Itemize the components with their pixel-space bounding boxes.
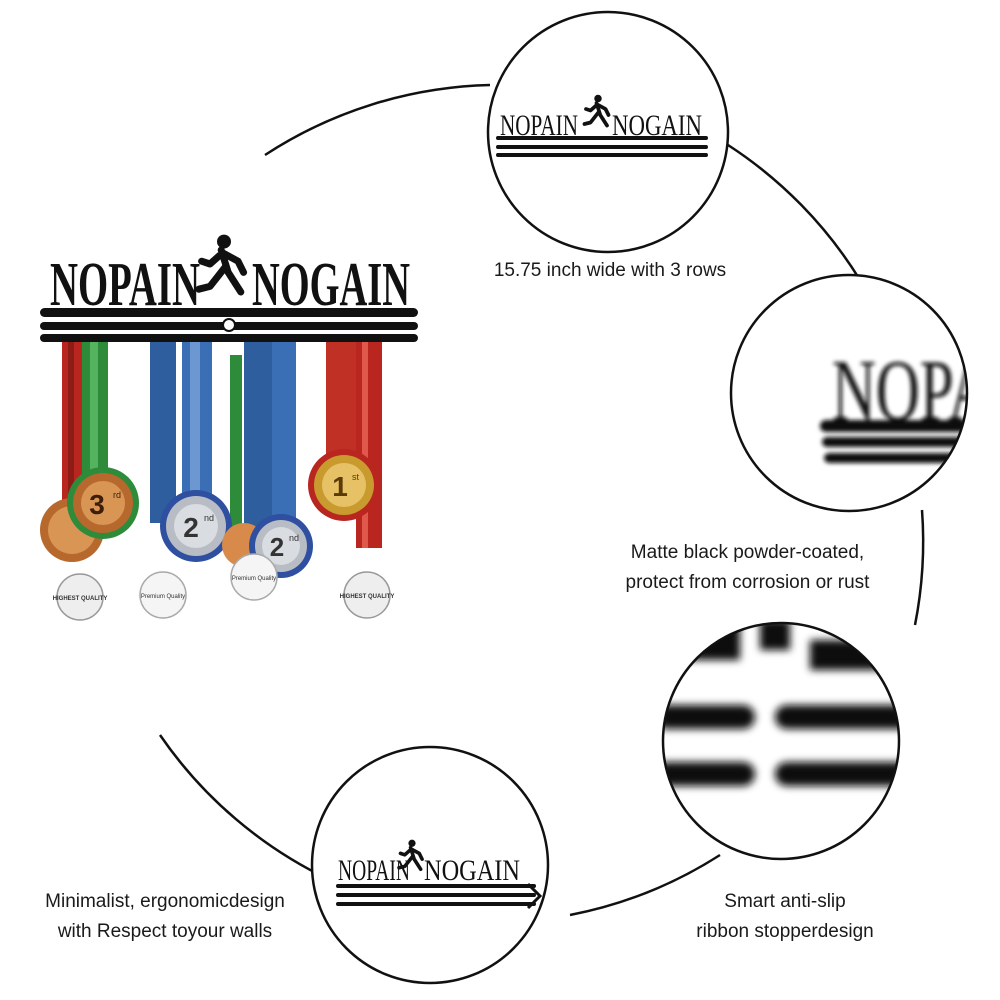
ribbons [62,318,382,548]
design-sign-right: NOGAIN [424,854,520,887]
caption-line: protect from corrosion or rust [625,572,870,593]
quality-tag: HIGHEST QUALITY [340,571,395,619]
medal-third-suffix: rd [113,490,121,500]
medal-first-label: 1 [332,471,348,502]
medals: 3 rd 2 nd 2 nd [40,449,380,578]
detail-circle-design: NOPAIN NOGAIN [310,745,550,985]
medal-second-a-label: 2 [183,512,199,543]
design-sign-left: NOPAIN [338,854,410,887]
sign-left-text: NOPAIN [50,251,200,319]
runner-icon [199,235,244,292]
quality-tag: HIGHEST QUALITY [53,573,108,621]
medal-third-label: 3 [89,489,105,520]
quality-tag: Premium Quality [230,553,278,601]
connector-arc [158,83,925,917]
caption-line: Minimalist, ergonomicdesign [45,891,285,912]
quality-tag: Premium Quality [139,571,187,619]
product-photo: NOPAIN NOGAIN 3 rd [40,235,418,621]
detail-circle-width: NOPAIN NOGAIN [486,10,730,254]
medal-second-a-suffix: nd [204,513,214,523]
detail-circle-finish: NOPA [729,273,969,513]
medal-second-a: 2 nd [160,490,232,562]
caption-width: 15.75 inch wide with 3 rows [455,256,765,286]
caption-finish: Matte black powder-coated, protect from … [585,538,910,598]
sign-right-text: NOGAIN [252,251,410,319]
caption-line: ribbon stopperdesign [696,921,874,942]
sign-title: NOPAIN NOGAIN [50,235,410,319]
medal-first: 1 st [308,449,380,521]
detail-circle-stopper [661,621,901,861]
quality-tag-text: Premium Quality [141,594,185,600]
medal-first-suffix: st [352,472,360,482]
caption-design: Minimalist, ergonomicdesign with Respect… [15,887,315,947]
quality-tag-text: HIGHEST QUALITY [53,596,108,602]
caption-stopper: Smart anti-slip ribbon stopperdesign [665,887,905,947]
caption-line: Smart anti-slip [724,891,846,912]
quality-tag-text: HIGHEST QUALITY [340,594,395,600]
caption-line: 15.75 inch wide with 3 rows [493,260,727,281]
quality-tag-text: Premium Quality [232,576,276,582]
caption-line: with Respect toyour walls [57,921,273,942]
caption-line: Matte black powder-coated, [630,542,865,563]
rack-bars [40,308,418,342]
medal-third: 3 rd [67,467,139,539]
quality-tags: HIGHEST QUALITY Premium Quality Premium … [53,553,395,621]
medal-second-b-suffix: nd [289,533,299,543]
medal-second-b-label: 2 [270,532,284,562]
